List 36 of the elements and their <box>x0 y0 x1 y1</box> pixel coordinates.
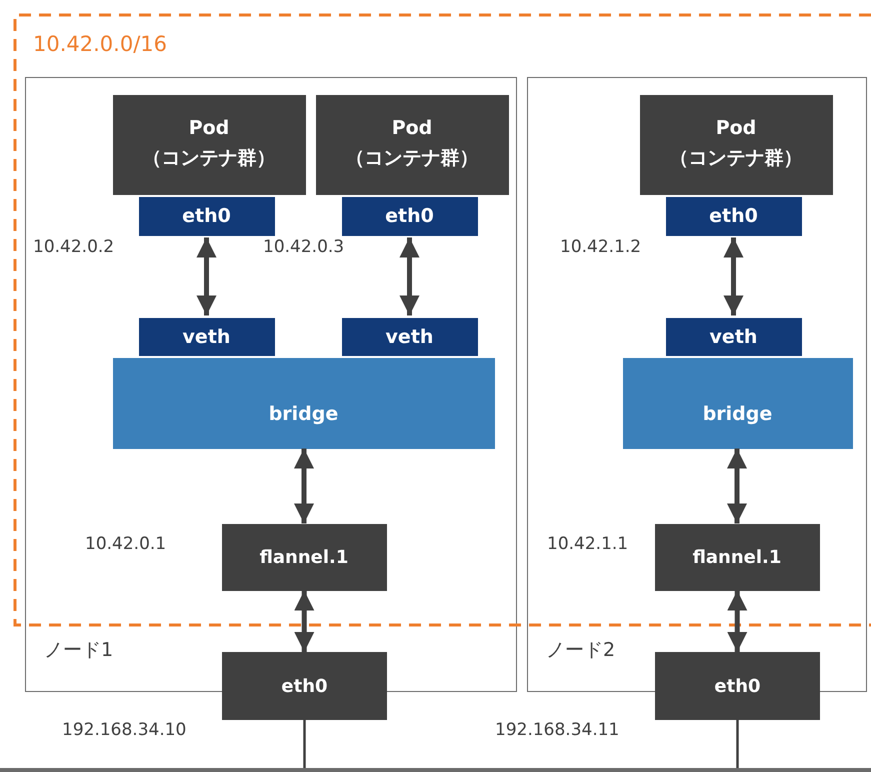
pod-box: Pod（コンテナ群） <box>112 94 306 194</box>
double-arrow <box>724 238 744 316</box>
interface-box: eth0 <box>340 194 480 238</box>
ip-address-label: 10.42.0.1 <box>85 534 166 554</box>
ip-address-label: 10.42.0.2 <box>33 237 114 257</box>
bridge-box: bridge <box>622 358 852 448</box>
host-box <box>527 77 867 692</box>
interface-box: veth <box>136 316 276 358</box>
interface-box: eth0 <box>664 194 804 238</box>
interface-box: eth0 <box>222 652 387 720</box>
host-label: ノード1 <box>44 638 114 663</box>
connector-line <box>736 720 739 768</box>
ip-address-label: 10.42.1.2 <box>560 237 642 257</box>
ip-address-label: 192.168.34.11 <box>495 720 620 740</box>
connector-line <box>303 720 306 768</box>
ip-address-label: 10.42.0.3 <box>263 237 344 257</box>
double-arrow <box>727 590 748 652</box>
interface-box: flannel.1 <box>222 524 386 590</box>
subnet-label: 10.42.0.0/16 <box>33 32 167 56</box>
interface-box: flannel.1 <box>654 524 820 590</box>
host-box <box>25 77 517 692</box>
ip-address-label: 192.168.34.10 <box>62 720 186 740</box>
double-arrow <box>727 448 747 524</box>
interface-box: veth <box>340 316 480 358</box>
pod-box: Pod（コンテナ群） <box>316 94 508 194</box>
double-arrow <box>294 448 314 524</box>
bridge-box: bridge <box>112 358 494 448</box>
double-arrow <box>196 238 216 316</box>
host-label: ノード2 <box>546 638 616 663</box>
double-arrow <box>294 590 314 652</box>
interface-box: eth0 <box>655 652 820 720</box>
ip-address-label: 10.42.1.1 <box>547 534 628 554</box>
double-arrow <box>400 238 420 316</box>
interface-box: eth0 <box>136 194 276 238</box>
pod-box: Pod（コンテナ群） <box>640 94 832 194</box>
interface-box: veth <box>664 316 804 358</box>
